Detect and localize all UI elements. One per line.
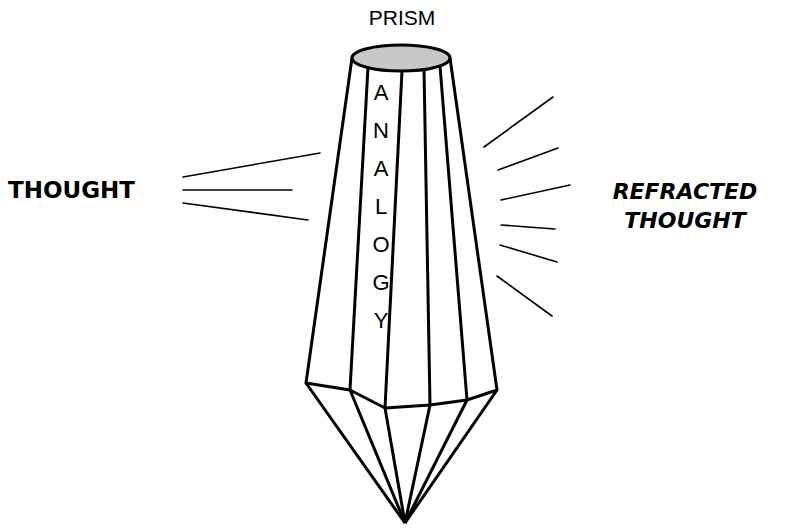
vertical-label: ANALOGY <box>370 74 392 340</box>
prism-outline <box>300 4 504 526</box>
output-label: REFRACTED THOUGHT <box>588 178 782 235</box>
prism-heading: PRISM <box>300 6 504 30</box>
prism-node: PRISM ANALOGY <box>300 4 504 526</box>
input-label: THOUGHT <box>8 176 180 206</box>
